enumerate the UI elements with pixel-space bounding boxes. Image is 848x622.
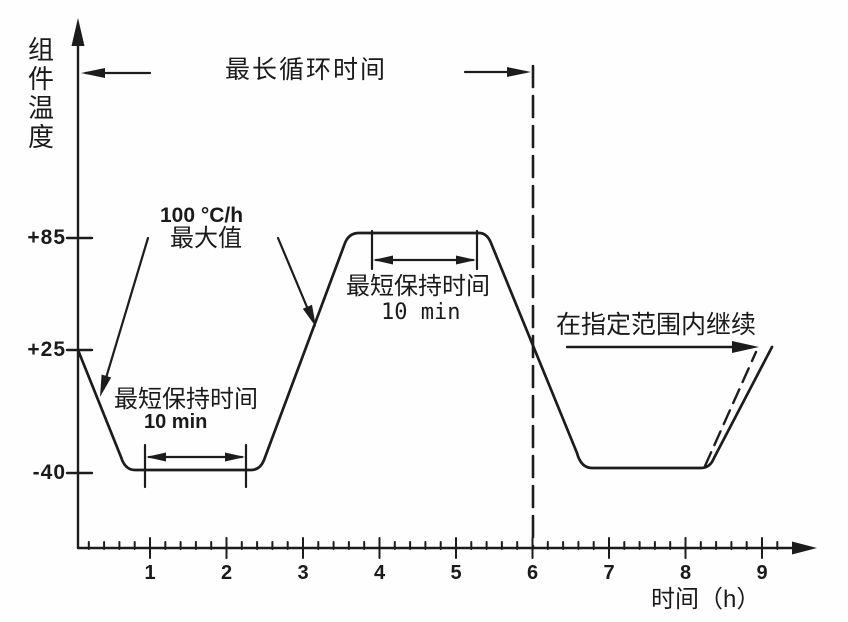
x-tick-label: 5 xyxy=(450,562,462,584)
continue-arrow-icon xyxy=(732,341,759,353)
y-tick-label-85: +85 xyxy=(27,226,66,249)
hold-high-value: 10 min xyxy=(381,300,461,325)
ramp-rate-leader-left-arrow-icon xyxy=(100,374,112,397)
hold-high-arrow-left-icon xyxy=(373,255,393,265)
x-tick-label: 2 xyxy=(220,562,233,584)
continuation-dashed-ramp xyxy=(703,350,758,468)
ramp-rate-caption: 最大值 xyxy=(170,225,242,252)
x-tick-label: 8 xyxy=(679,562,692,584)
x-tick-label: 4 xyxy=(373,562,386,584)
y-axis-arrow-icon xyxy=(71,18,85,46)
x-tick-label: 7 xyxy=(603,562,615,584)
hold-low-value: 10 min xyxy=(144,411,208,433)
x-tick-label: 6 xyxy=(526,562,539,584)
temperature-profile-curve xyxy=(76,231,774,472)
ramp-rate-label: 100 °C/h xyxy=(160,204,244,227)
x-axis-arrow-icon xyxy=(792,541,817,555)
continue-label: 在指定范围内继续 xyxy=(556,311,757,339)
y-tick-label-25: +25 xyxy=(27,338,66,361)
ramp-rate-leader-left xyxy=(101,236,150,390)
max-cycle-time-label: 最长循环时间 xyxy=(225,56,388,84)
hold-low-arrow-left-icon xyxy=(146,452,166,462)
hold-high-arrow-right-icon xyxy=(456,255,476,265)
max-cycle-arrow-left-icon xyxy=(81,68,105,78)
ramp-rate-leader-right xyxy=(276,236,314,321)
hold-high-title: 最短保持时间 xyxy=(346,273,490,300)
hold-low-title: 最短保持时间 xyxy=(114,386,258,413)
y-tick-label-minus40: -40 xyxy=(32,461,66,484)
x-tick-label: 9 xyxy=(756,562,768,584)
y-axis-title: 组件温度 xyxy=(28,35,56,153)
x-axis-title: 时间（h） xyxy=(651,586,761,613)
hold-low-arrow-right-icon xyxy=(225,452,245,462)
ramp-rate-leader-right-arrow-icon xyxy=(302,304,316,327)
x-tick-label: 3 xyxy=(297,562,309,584)
max-cycle-arrow-right-icon xyxy=(507,67,531,77)
x-tick-label: 1 xyxy=(144,562,156,584)
